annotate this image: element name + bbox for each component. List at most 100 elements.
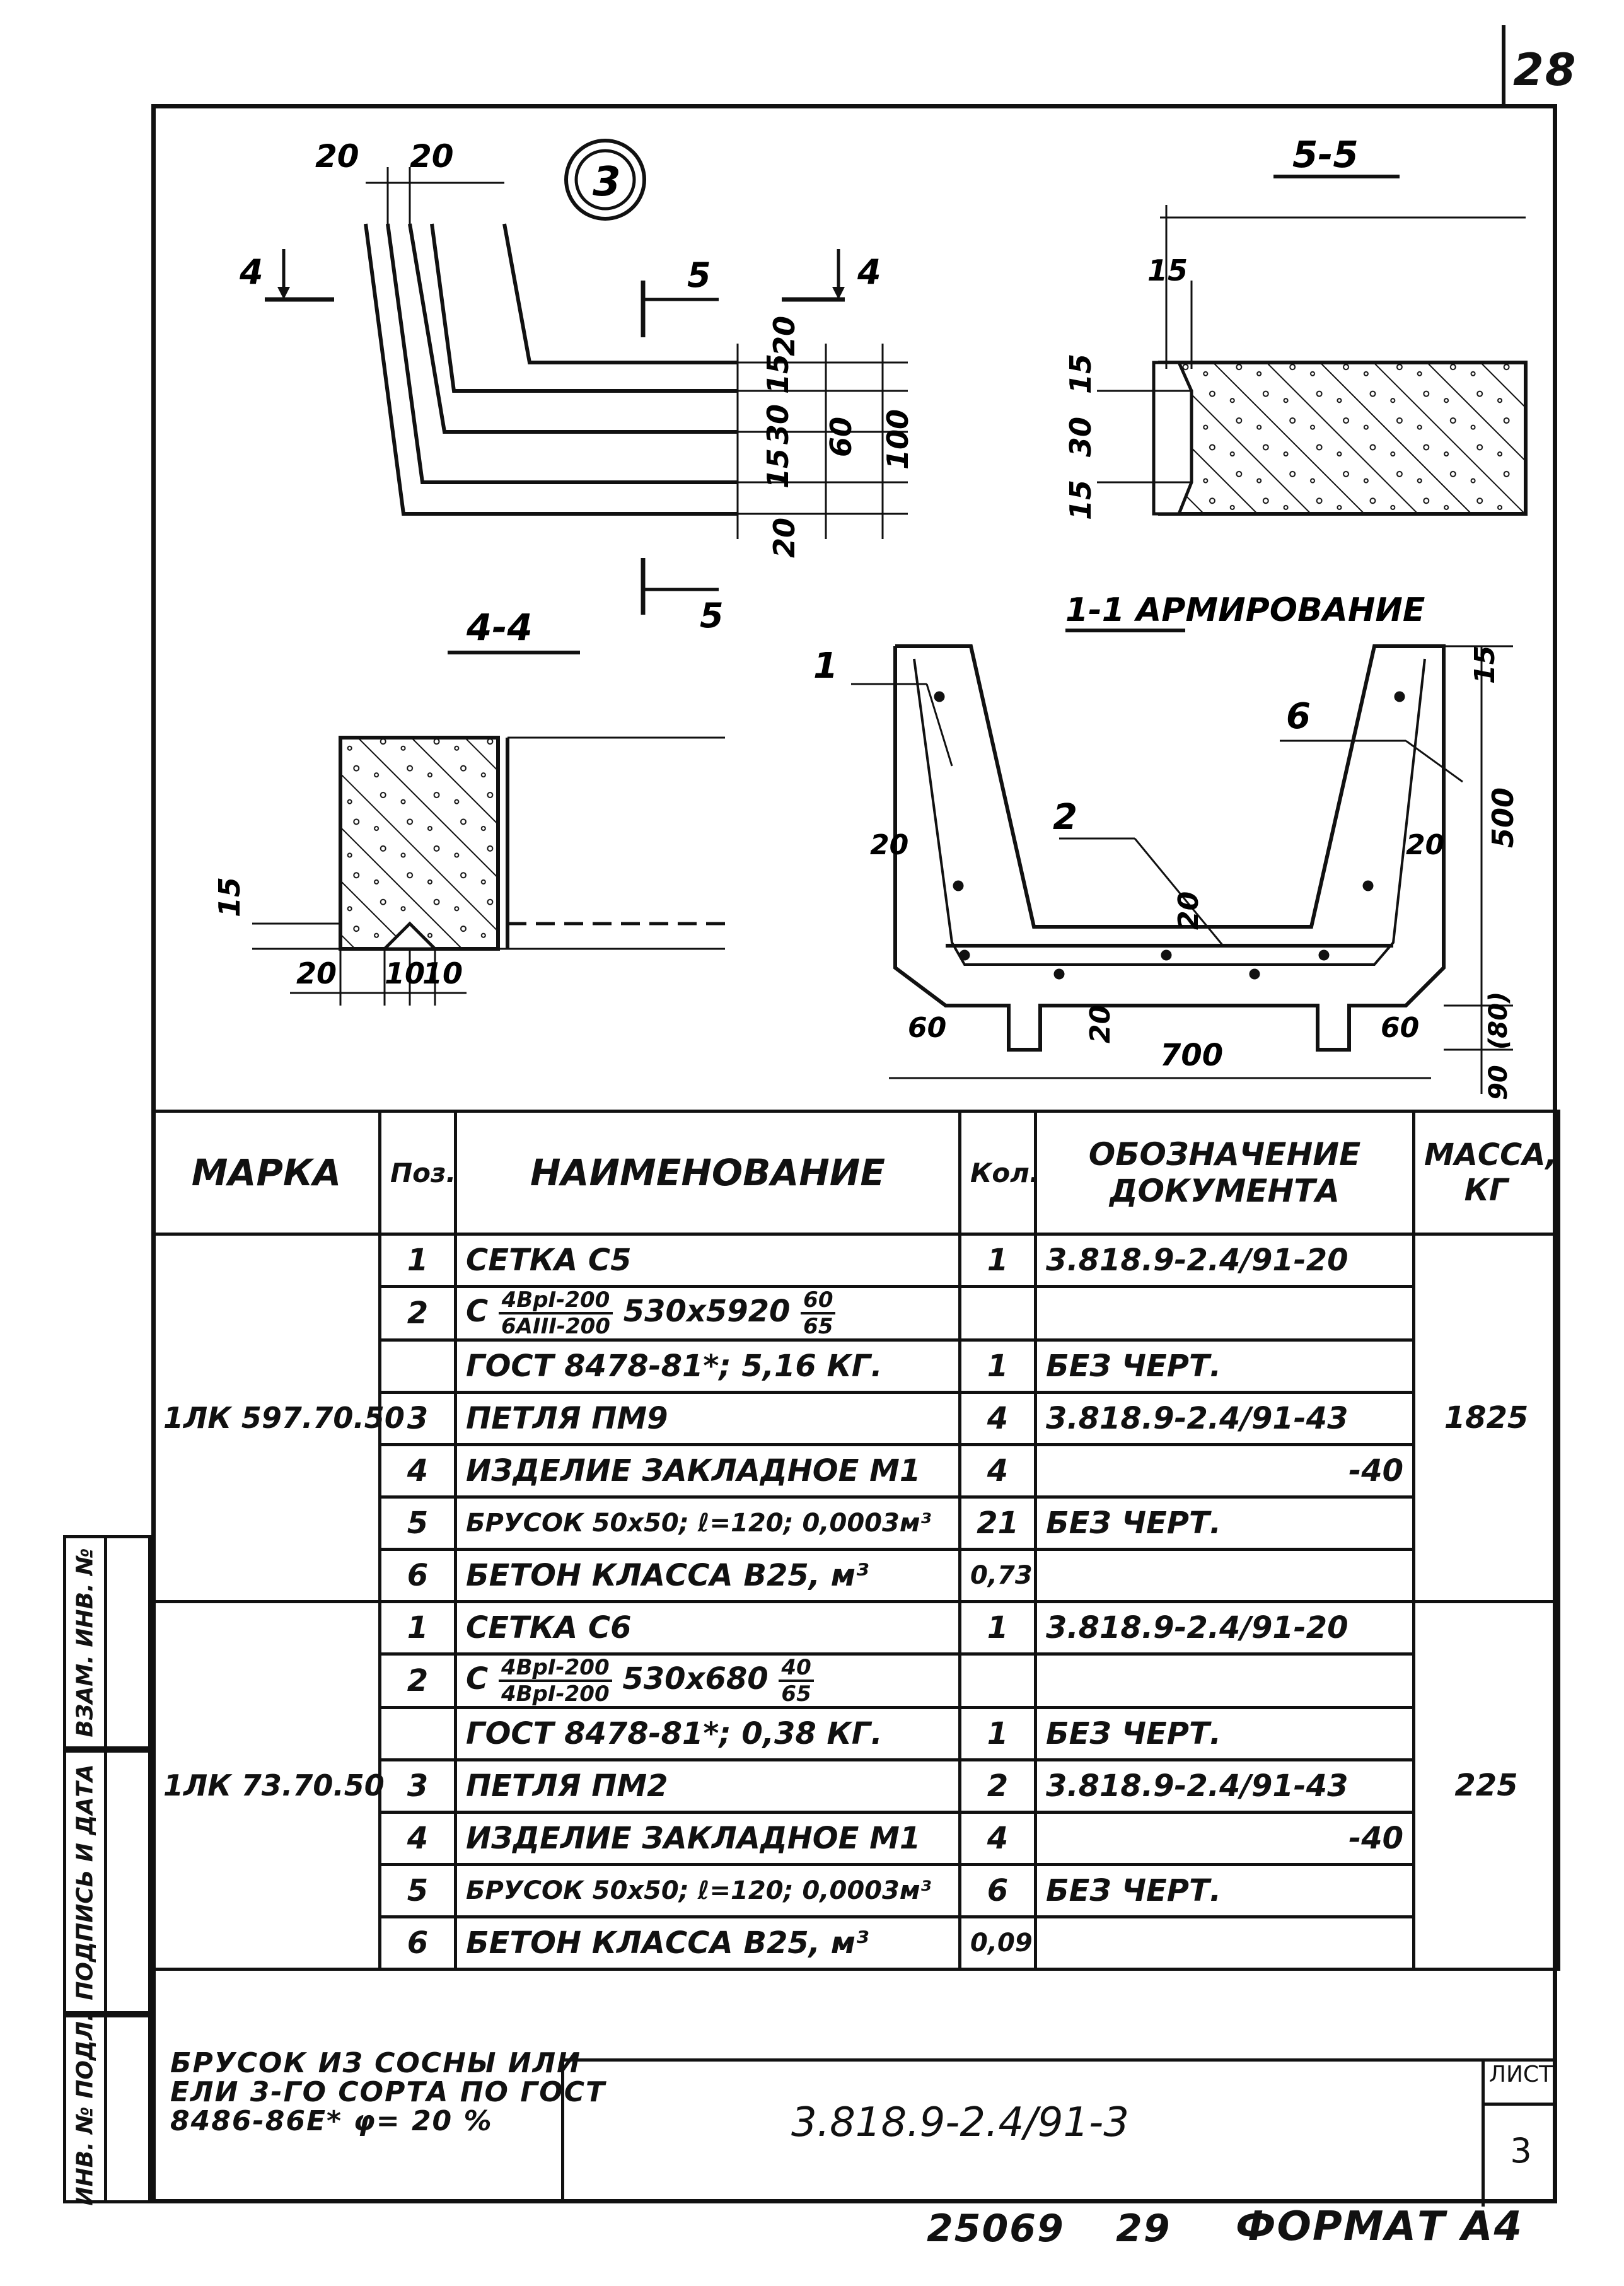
group-2-mark: 1ЛК 73.70.50 xyxy=(151,1600,385,1971)
sheet-value: 3 xyxy=(1482,2106,1557,2207)
table-header-row: МАРКА Поз. НАИМЕНОВАНИЕ Кол. ОБОЗНАЧЕНИЕ… xyxy=(151,1110,1560,1236)
formula-prefix: С xyxy=(466,1661,489,1697)
section-1-1-drawing xyxy=(851,644,1513,1094)
cell-doc: БЕЗ ЧЕРТ. xyxy=(1034,1338,1415,1394)
dim-100: 100 xyxy=(881,409,915,470)
s44-dim-10b: 10 xyxy=(422,956,463,990)
s44-dim-10a: 10 xyxy=(385,956,425,990)
stamp-blank-2 xyxy=(107,1749,151,2014)
note-line-2: ЕЛИ 3-ГО СОРТА ПО ГОСТ xyxy=(170,2076,606,2108)
formula-mid: 530х680 xyxy=(622,1661,768,1697)
footer-number-1: 25069 xyxy=(927,2207,1065,2251)
s44-dim-15: 15 xyxy=(212,877,246,917)
cell-doc: БЕЗ ЧЕРТ. xyxy=(1034,1863,1415,1918)
table-row: ГОСТ 8478-81*; 5,16 КГ. 1 БЕЗ ЧЕРТ. xyxy=(153,1338,1559,1394)
header-qty: Кол. xyxy=(958,1110,1040,1236)
s11-dim-700: 700 xyxy=(1160,1038,1223,1073)
cell-qty: 0,73 xyxy=(958,1548,1037,1603)
cell-doc: БЕЗ ЧЕРТ. xyxy=(1034,1495,1415,1551)
cut-4-left-label: 4 xyxy=(239,252,264,292)
dim-60: 60 xyxy=(824,417,858,457)
format-label: ФОРМАТ А4 xyxy=(1236,2203,1523,2250)
stamp-blank-1 xyxy=(107,1535,151,1749)
stamp-replace-inv: ВЗАМ. ИНВ. № xyxy=(63,1535,107,1749)
cell-qty: 0,09 xyxy=(958,1915,1037,1971)
cell-pos: 6 xyxy=(378,1548,457,1603)
cell-pos: 4 xyxy=(378,1811,457,1866)
title-block: БРУСОК ИЗ СОСНЫ ИЛИ ЕЛИ 3-ГО СОРТА ПО ГО… xyxy=(151,2027,1557,2207)
header-doc: ОБОЗНАЧЕНИЕ ДОКУМЕНТА xyxy=(1034,1110,1415,1236)
material-note: БРУСОК ИЗ СОСНЫ ИЛИ ЕЛИ 3-ГО СОРТА ПО ГО… xyxy=(170,2049,606,2136)
note-line-3: 8486-86Е* φ= 20 % xyxy=(170,2105,493,2137)
table-row: 5 БРУСОК 50х50; ℓ=120; 0,0003м³ 21 БЕЗ Ч… xyxy=(153,1495,1559,1551)
group-2-mass: 225 xyxy=(1412,1600,1560,1971)
group-1-mass: 1825 xyxy=(1412,1233,1560,1603)
detail-number: 3 xyxy=(593,159,621,206)
section-4-4-drawing xyxy=(252,736,725,1006)
table-row: 6 БЕТОН КЛАССА В25, м³ 0,09 xyxy=(153,1915,1559,1971)
cell-pos xyxy=(378,1706,457,1761)
cell-doc xyxy=(1034,1548,1415,1603)
fraction-1-num: 4ВрI-200 xyxy=(498,1656,612,1682)
fraction-2-den: 65 xyxy=(781,1681,811,1707)
cell-pos: 3 xyxy=(378,1391,457,1446)
cell-pos: 1 xyxy=(378,1600,457,1656)
table-row: 4 ИЗДЕЛИЕ ЗАКЛАДНОЕ М1 4 -40 xyxy=(153,1811,1559,1866)
table-row: 5 БРУСОК 50х50; ℓ=120; 0,0003м³ 6 БЕЗ ЧЕ… xyxy=(153,1863,1559,1918)
table-row: ГОСТ 8478-81*; 0,38 КГ. 1 БЕЗ ЧЕРТ. xyxy=(153,1706,1559,1761)
cell-qty: 1 xyxy=(958,1233,1037,1288)
table-row: 2 С 4ВрI-200 6АIII-200 530х5920 60 65 xyxy=(153,1285,1559,1342)
formula-mid: 530х5920 xyxy=(623,1294,791,1329)
fraction-1-den: 6АIII-200 xyxy=(501,1314,610,1339)
document-code: 3.818.9-2.4/91-3 xyxy=(791,2099,1129,2146)
s55-dim-15a: 15 xyxy=(1064,354,1098,394)
cell-name: ИЗДЕЛИЕ ЗАКЛАДНОЕ М1 xyxy=(454,1811,961,1866)
cell-pos: 2 xyxy=(378,1652,457,1709)
formula-fraction-1: 4ВрI-200 4ВрI-200 xyxy=(498,1656,612,1706)
stamp-inv-orig: ИНВ. № ПОДЛ. xyxy=(63,2012,107,2205)
cell-name: ИЗДЕЛИЕ ЗАКЛАДНОЕ М1 xyxy=(454,1443,961,1499)
stamp-replace-inv-label: ВЗАМ. ИНВ. № xyxy=(72,1547,98,1738)
cell-name: БРУСОК 50х50; ℓ=120; 0,0003м³ xyxy=(454,1495,961,1551)
cell-name: СЕТКА С6 xyxy=(454,1600,961,1656)
cell-qty xyxy=(958,1285,1037,1342)
sheet-number-divider xyxy=(1502,25,1505,104)
table-row: 1ЛК 73.70.50 1 СЕТКА С6 1 3.818.9-2.4/91… xyxy=(151,1600,1560,1971)
section-5-5-drawing xyxy=(1097,205,1528,516)
formula-prefix: С xyxy=(466,1294,489,1329)
s11-dim-15: 15 xyxy=(1469,646,1501,684)
cell-qty: 1 xyxy=(958,1338,1037,1394)
cell-name: ГОСТ 8478-81*; 0,38 КГ. xyxy=(454,1706,961,1761)
cell-name-formula: С 4ВрI-200 4ВрI-200 530х680 40 65 xyxy=(454,1652,961,1709)
cell-doc: 3.818.9-2.4/91-43 xyxy=(1034,1391,1415,1446)
group-1-mark: 1ЛК 597.70.50 xyxy=(151,1233,405,1603)
cell-doc xyxy=(1034,1652,1415,1709)
cell-doc xyxy=(1034,1915,1415,1971)
cell-qty: 4 xyxy=(958,1443,1037,1499)
cell-name: СЕТКА С5 xyxy=(454,1233,961,1288)
stamp-blank-3 xyxy=(107,2014,151,2203)
cut-5-bottom-label: 5 xyxy=(700,596,724,635)
table-row: 3 ПЕТЛЯ ПМ9 4 3.818.9-2.4/91-43 xyxy=(153,1391,1559,1446)
header-mass: МАССА, КГ xyxy=(1412,1110,1560,1236)
detail-3-profile xyxy=(364,167,908,539)
s44-dim-20: 20 xyxy=(296,956,337,990)
cell-pos xyxy=(378,1338,457,1394)
drawing-svg: 3 20 20 20 15 30 15 20 60 100 4 4 xyxy=(212,133,1528,1100)
sheet-number: 28 xyxy=(1513,44,1577,96)
cut-marker-4-right: 4 xyxy=(782,249,881,302)
cell-doc: 3.818.9-2.4/91-43 xyxy=(1034,1758,1415,1814)
cell-name: БЕТОН КЛАССА В25, м³ xyxy=(454,1915,961,1971)
section-4-4-title: 4-4 xyxy=(466,606,533,649)
sheet-label: ЛИСТ xyxy=(1482,2062,1557,2106)
pos-2-label: 2 xyxy=(1053,797,1077,838)
cell-qty: 1 xyxy=(958,1706,1037,1761)
s55-dim-15b: 15 xyxy=(1064,480,1098,520)
header-mark: МАРКА xyxy=(151,1110,381,1236)
side-stamp: ВЗАМ. ИНВ. № ПОДПИСЬ И ДАТА ИНВ. № ПОДЛ. xyxy=(63,1535,151,2205)
cell-doc: 3.818.9-2.4/91-20 xyxy=(1034,1233,1415,1288)
s11-dim-60-left: 60 xyxy=(908,1012,946,1044)
cell-pos: 5 xyxy=(378,1495,457,1551)
table-row: 6 БЕТОН КЛАССА В25, м³ 0,73 xyxy=(153,1548,1559,1603)
fraction-2-num: 40 xyxy=(779,1656,814,1682)
